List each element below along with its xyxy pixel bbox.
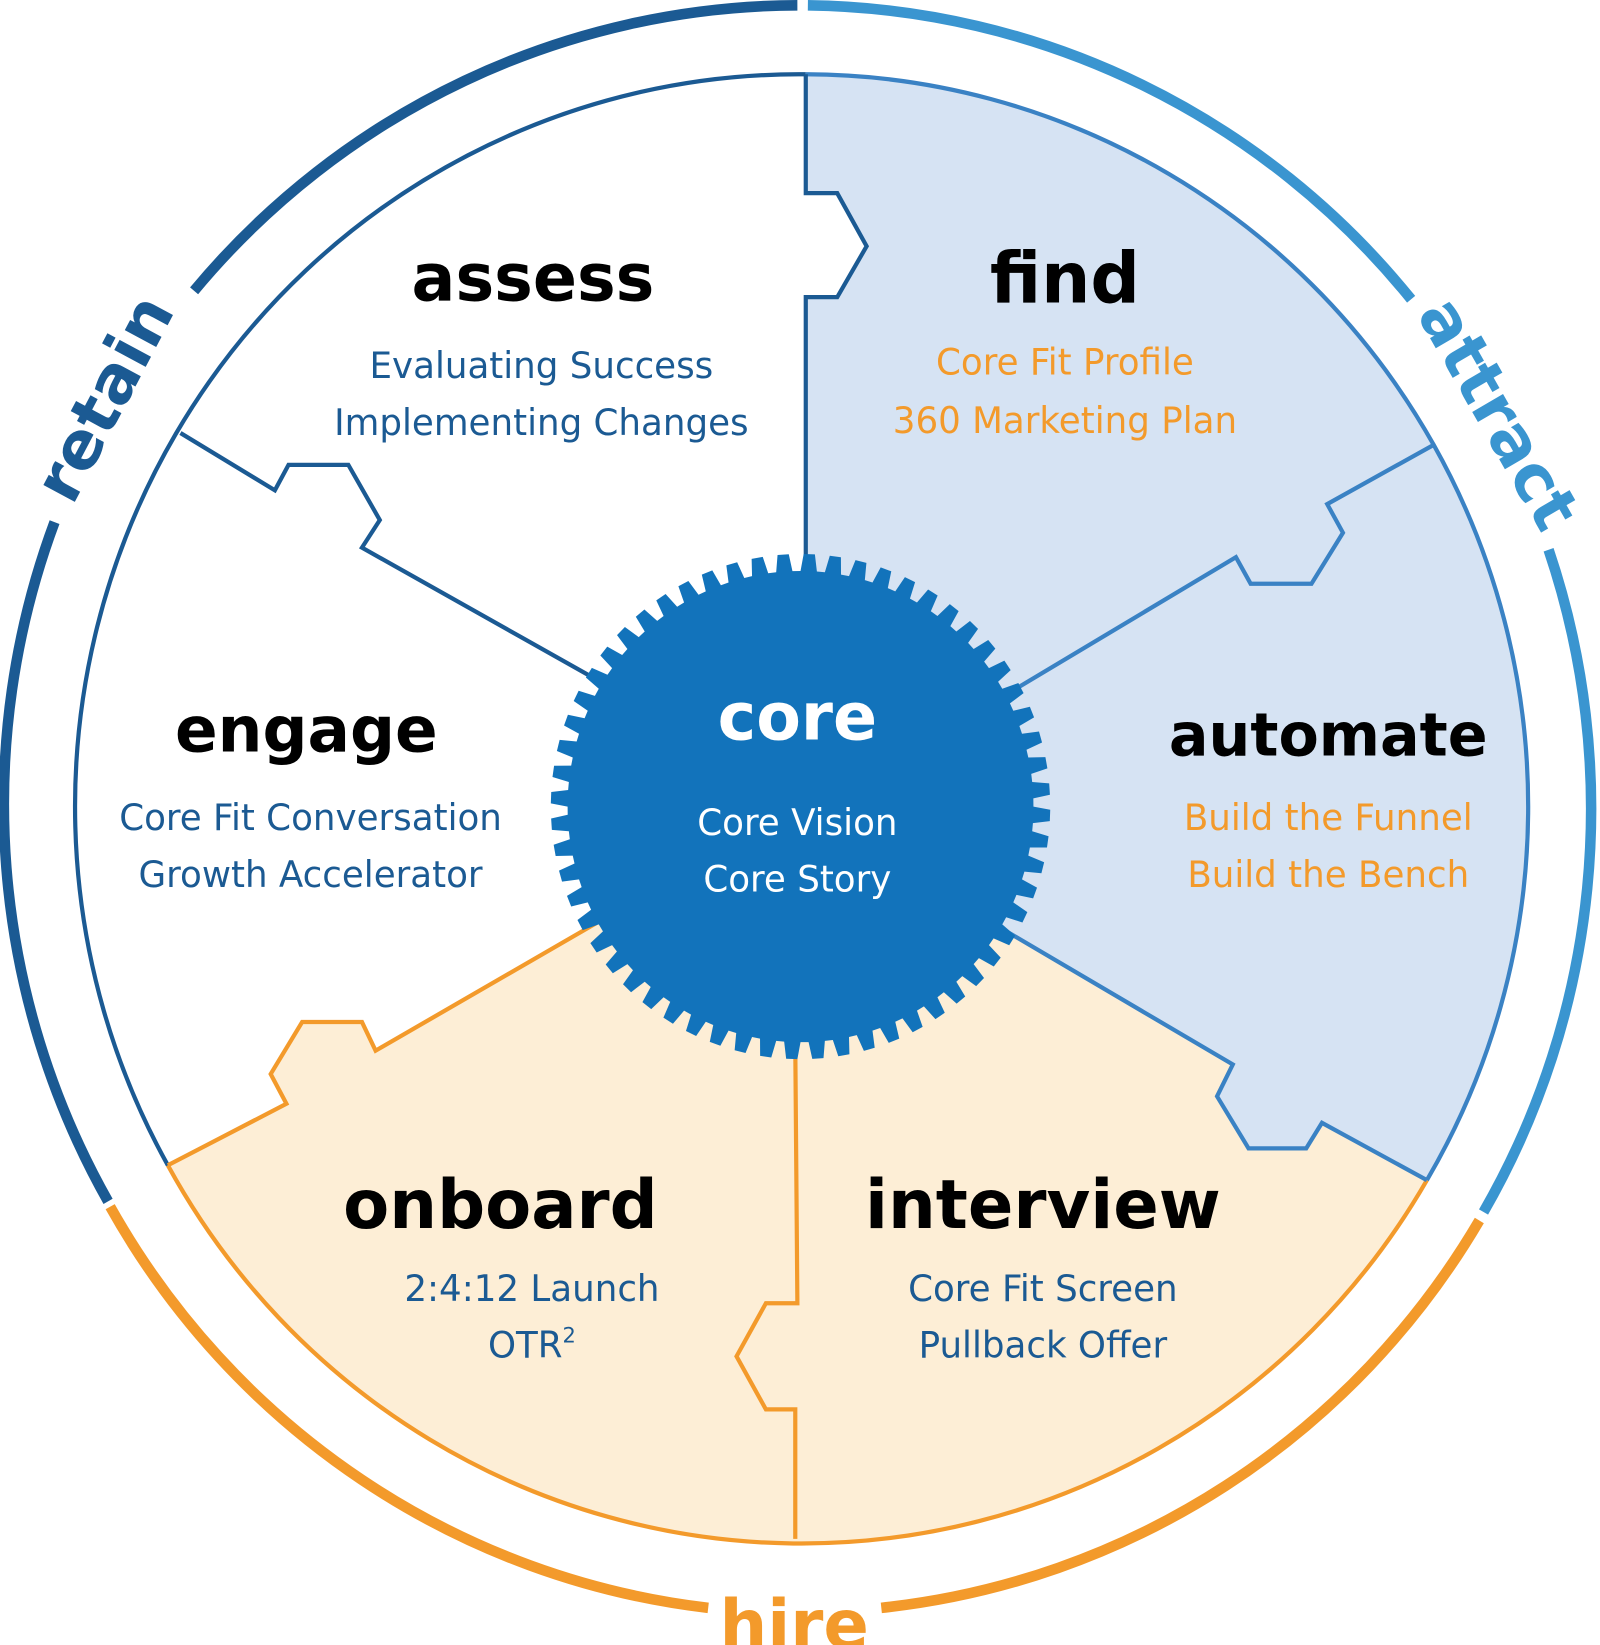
segment-line: Implementing Changes: [334, 403, 749, 444]
segment-line: Build the Bench: [1187, 855, 1469, 896]
core-gear: [550, 553, 1051, 1060]
segment-line: Build the Funnel: [1184, 798, 1473, 839]
inner-arc-retain: [72, 72, 806, 1167]
segment-title: interview: [865, 1165, 1221, 1244]
segment-onboard: onboard 2:4:12 Launch OTR2: [343, 1165, 659, 1367]
segment-assess: assess Evaluating Success Implementing C…: [334, 240, 749, 444]
inner-arc-hire: [166, 1164, 1429, 1546]
divider-automate-interview: [1006, 929, 1428, 1183]
divider-engage-assess: [179, 431, 597, 682]
hire-arc-left: [105, 1204, 709, 1614]
segment-engage: engage Core Fit Conversation Growth Acce…: [119, 692, 502, 896]
segment-line: OTR2: [488, 1322, 576, 1366]
divider-interview-onboard: [734, 1045, 800, 1539]
otr-text: OTR: [488, 1325, 563, 1366]
segment-line: Growth Accelerator: [139, 855, 483, 896]
core-line-1: Core Vision: [697, 803, 897, 844]
attract-arc: [1479, 548, 1597, 1215]
segment-line: Pullback Offer: [919, 1325, 1168, 1366]
segment-title: assess: [412, 240, 655, 316]
inner-arc-attract: [805, 72, 1531, 1182]
retain-arc-top: [190, 0, 798, 295]
segment-line: Core Fit Conversation: [119, 798, 502, 839]
segment-title: find: [990, 238, 1140, 319]
segment-title: automate: [1169, 700, 1488, 769]
attract-arc-top: [807, 0, 1416, 303]
segment-title: engage: [175, 692, 438, 766]
core-line-2: Core Story: [703, 859, 891, 900]
divider-assess-find: [803, 74, 870, 558]
segment-title: onboard: [343, 1165, 658, 1244]
segment-line: 360 Marketing Plan: [893, 401, 1237, 442]
segment-line: Core Fit Screen: [908, 1269, 1178, 1310]
core-title: core: [718, 679, 877, 755]
divider-find-automate: [1016, 443, 1434, 690]
segment-line: Evaluating Success: [369, 346, 713, 387]
segment-line: Core Fit Profile: [936, 342, 1194, 383]
otr-superscript: 2: [563, 1322, 576, 1347]
retain-arc: [0, 520, 113, 1205]
segment-line: 2:4:12 Launch: [404, 1269, 659, 1310]
ring-label-hire: hire: [720, 1585, 869, 1645]
hire-arc-right: [880, 1217, 1484, 1614]
divider-onboard-engage: [166, 921, 597, 1168]
outer-ring: [0, 0, 1597, 1614]
segment-interview: interview Core Fit Screen Pullback Offer: [865, 1165, 1221, 1367]
segment-find: find Core Fit Profile 360 Marketing Plan: [893, 238, 1237, 442]
segment-automate: automate Build the Funnel Build the Benc…: [1169, 700, 1488, 896]
